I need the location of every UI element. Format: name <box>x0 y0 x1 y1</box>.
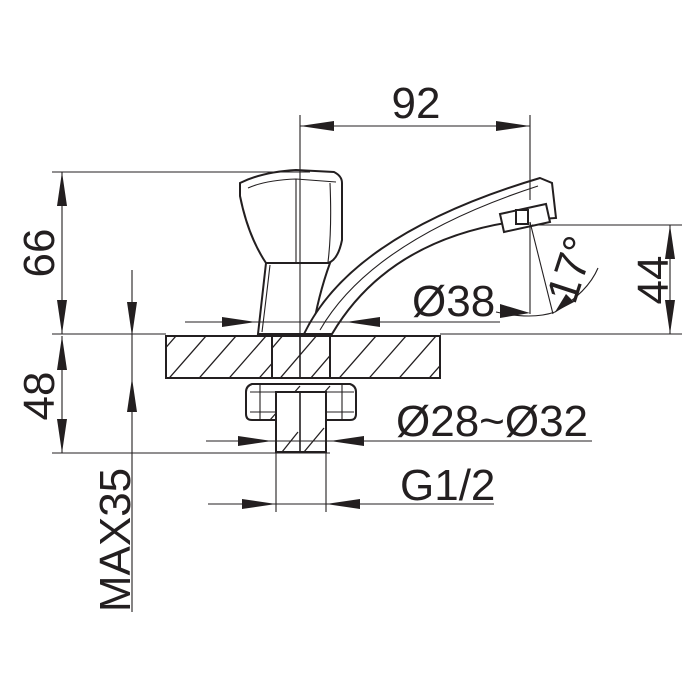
dim-under-deck-length: 48 <box>15 336 330 454</box>
dim-thread-size: G1/2 <box>208 452 495 512</box>
dim-base-diameter: Ø38 <box>185 277 500 327</box>
dim-label-spout-reach: 92 <box>392 79 441 128</box>
dim-label-hole-diameter: Ø28~Ø32 <box>396 397 588 446</box>
dim-hole-diameter: Ø28~Ø32 <box>206 397 592 446</box>
handle <box>239 168 343 264</box>
dim-label-thread-size: G1/2 <box>400 461 495 510</box>
dim-label-spout-height: 44 <box>629 256 678 305</box>
dim-label-total-height: 66 <box>15 229 64 278</box>
threaded-shank <box>275 391 327 453</box>
dim-label-base-diameter: Ø38 <box>412 277 495 326</box>
faucet-body <box>239 168 558 335</box>
dim-spout-reach: 92 <box>299 79 531 336</box>
dim-total-height: 66 <box>15 171 310 335</box>
dim-max-deck-thickness: MAX35 <box>91 270 140 612</box>
dim-spout-angle: 17° <box>495 221 605 318</box>
dim-label-spout-angle: 17° <box>538 230 605 308</box>
spout <box>302 176 558 335</box>
dim-spout-height: 44 <box>440 224 682 335</box>
dim-label-under-deck-length: 48 <box>15 372 64 421</box>
deck-section <box>165 335 441 379</box>
dim-label-max-deck-thickness: MAX35 <box>91 468 140 612</box>
